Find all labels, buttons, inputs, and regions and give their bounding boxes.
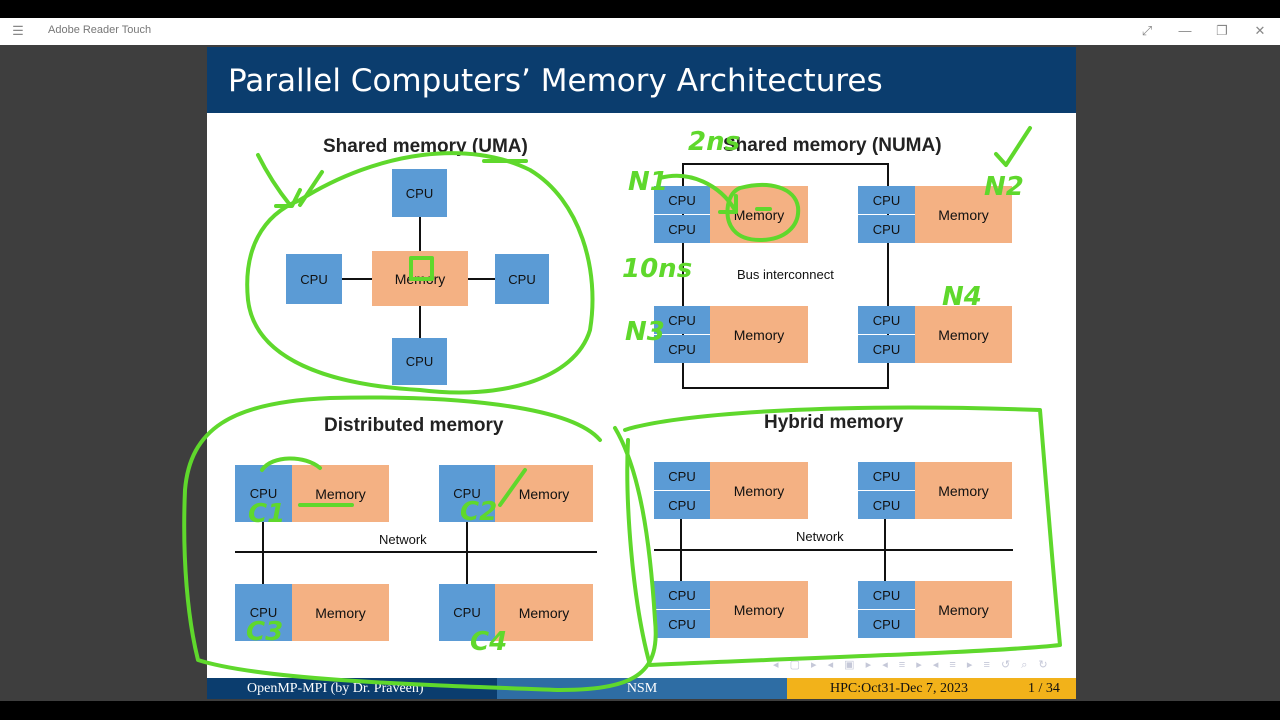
- footer-left-text: OpenMP-MPI (by Dr. Praveen): [247, 681, 424, 696]
- numa-bus-label: Bus interconnect: [737, 267, 834, 282]
- uma-cpu-left: CPU: [286, 254, 342, 304]
- pdf-page[interactable]: Parallel Computers’ Memory Architectures…: [207, 47, 1076, 699]
- distributed-title: Distributed memory: [324, 415, 504, 436]
- footer-left: OpenMP-MPI (by Dr. Praveen): [207, 678, 497, 699]
- numa-n4-cpu-2: CPU: [858, 335, 915, 363]
- uma-link-right: [468, 278, 495, 280]
- distributed-cpu-1: CPU: [235, 465, 292, 522]
- distributed-cpu-2: CPU: [439, 465, 495, 522]
- hybrid-n2-cpu-1: CPU: [858, 462, 915, 490]
- minimize-icon[interactable]: —: [1178, 23, 1192, 38]
- numa-bus-frame: [682, 163, 889, 389]
- distributed-memory-1: Memory: [292, 465, 389, 522]
- slide-title: Parallel Computers’ Memory Architectures: [228, 63, 883, 99]
- numa-n1-cpu-2: CPU: [654, 215, 710, 243]
- hybrid-n1-cpu-1: CPU: [654, 462, 710, 490]
- uma-title: Shared memory (UMA): [323, 136, 528, 157]
- fullscreen-icon[interactable]: ⤢: [1141, 23, 1153, 38]
- distributed-cpu-4: CPU: [439, 584, 495, 641]
- hybrid-n1-cpu-2: CPU: [654, 491, 710, 519]
- hybrid-n4-memory: Memory: [915, 581, 1012, 638]
- top-black-bar: [0, 0, 1280, 18]
- distributed-memory-3: Memory: [292, 584, 389, 641]
- numa-n3-cpu-2: CPU: [654, 335, 710, 363]
- hybrid-network-line: [654, 549, 1013, 551]
- hybrid-n3-memory: Memory: [710, 581, 808, 638]
- hybrid-n4-cpu-1: CPU: [858, 581, 915, 609]
- app-title-bar: ☰ Adobe Reader Touch ⤢ — ❐ ✕: [0, 18, 1280, 45]
- footer-middle: NSM: [497, 678, 787, 699]
- hybrid-n4-cpu-2: CPU: [858, 610, 915, 638]
- hybrid-n3-cpu-1: CPU: [654, 581, 710, 609]
- restore-icon[interactable]: ❐: [1216, 23, 1228, 38]
- uma-link-left: [342, 278, 372, 280]
- numa-n2-cpu-2: CPU: [858, 215, 915, 243]
- hybrid-title: Hybrid memory: [764, 412, 904, 433]
- hybrid-link-2: [884, 519, 886, 581]
- hamburger-icon[interactable]: ☰: [12, 23, 24, 38]
- hybrid-n2-cpu-2: CPU: [858, 491, 915, 519]
- distributed-network-label: Network: [379, 532, 427, 547]
- distributed-link-1: [262, 522, 264, 584]
- hybrid-n3-cpu-2: CPU: [654, 610, 710, 638]
- uma-cpu-top: CPU: [392, 169, 447, 217]
- page-number: 1 / 34: [1028, 681, 1060, 696]
- uma-cpu-right: CPU: [495, 254, 549, 304]
- numa-n2-cpu-1: CPU: [858, 186, 915, 214]
- distributed-memory-2: Memory: [495, 465, 593, 522]
- uma-memory: Memory: [372, 251, 468, 306]
- footer-right: HPC:Oct31-Dec 7, 2023 1 / 34: [787, 678, 1076, 699]
- bottom-black-bar: [0, 701, 1280, 720]
- hybrid-n2-memory: Memory: [915, 462, 1012, 519]
- hybrid-n1-memory: Memory: [710, 462, 808, 519]
- numa-n3-memory: Memory: [710, 306, 808, 363]
- numa-n1-memory: Memory: [710, 186, 808, 243]
- close-icon[interactable]: ✕: [1254, 23, 1266, 38]
- numa-n4-cpu-1: CPU: [858, 306, 915, 334]
- distributed-network-line: [235, 551, 597, 553]
- footer-course: HPC:Oct31-Dec 7, 2023: [830, 681, 969, 696]
- distributed-link-2: [466, 522, 468, 584]
- hybrid-network-label: Network: [796, 529, 844, 544]
- uma-link-top: [419, 217, 421, 251]
- slide-header: Parallel Computers’ Memory Architectures: [207, 47, 1076, 113]
- numa-n3-cpu-1: CPU: [654, 306, 710, 334]
- app-title: Adobe Reader Touch: [48, 24, 152, 36]
- uma-cpu-bottom: CPU: [392, 338, 447, 385]
- numa-title: Shared memory (NUMA): [723, 135, 942, 156]
- distributed-memory-4: Memory: [495, 584, 593, 641]
- hybrid-link-1: [680, 519, 682, 581]
- numa-n1-cpu-1: CPU: [654, 186, 710, 214]
- numa-n4-memory: Memory: [915, 306, 1012, 363]
- numa-n2-memory: Memory: [915, 186, 1012, 243]
- slide-footer: OpenMP-MPI (by Dr. Praveen) NSM HPC:Oct3…: [207, 678, 1076, 699]
- uma-link-bottom: [419, 306, 421, 338]
- beamer-nav-controls[interactable]: ◂ ▢ ▸ ◂ ▣ ▸ ◂ ≡ ▸ ◂ ≡ ▸ ≡ ↺ ⌕ ↻: [773, 659, 1052, 671]
- distributed-cpu-3: CPU: [235, 584, 292, 641]
